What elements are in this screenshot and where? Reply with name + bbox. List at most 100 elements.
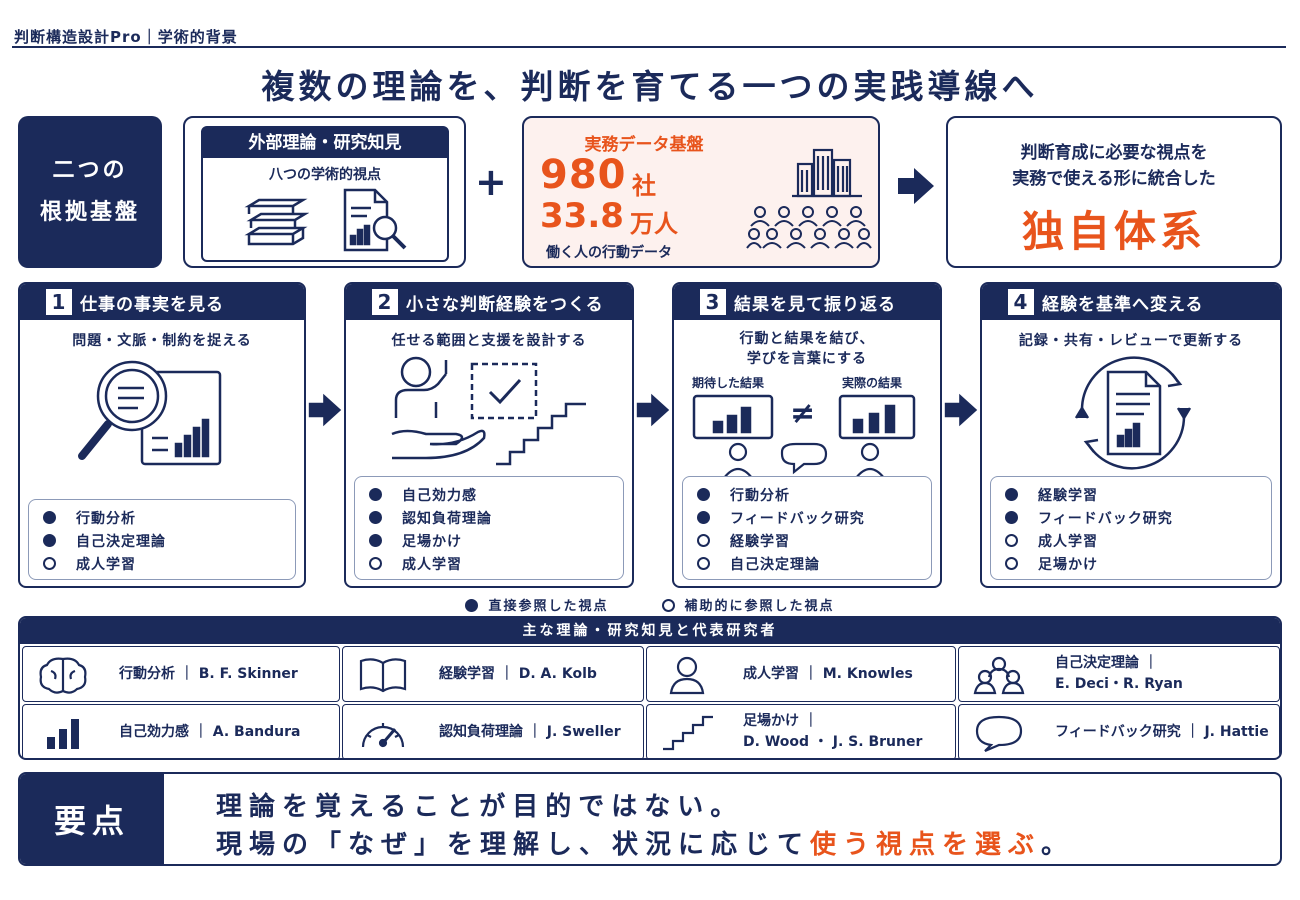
theories-table: 主な理論・研究知見と代表研究者 行動分析 ｜ B. F. Skinner 経験学… [18,616,1282,760]
arrow-right-icon [636,393,670,427]
arrow-right-icon [308,393,342,427]
theory-text: 行動分析 ｜ B. F. Skinner [119,665,298,682]
step-header: 1 仕事の事実を見る [20,284,304,320]
step-subtitle-line2: 学びを言葉にする [746,351,868,367]
expected-chart-icon [692,394,774,440]
theory-cell: 行動分析 ｜ B. F. Skinner [22,646,340,702]
theory-list: 行動分析 フィードバック研究 経験学習 自己決定理論 [682,476,932,580]
list-item: 成人学習 [1005,529,1271,552]
theory-text: 足場かけ ｜D. Wood ・ J. S. Bruner [743,713,923,750]
step-header: 4 経験を基準へ変える [982,284,1280,320]
group-icon [973,656,1025,695]
hollow-circle-icon [1005,557,1018,570]
list-item: 認知負荷理論 [369,506,623,529]
list-item: フィードバック研究 [1005,506,1271,529]
speech-bubble-icon [975,715,1023,753]
theories-title: 主な理論・研究知見と代表研究者 [20,618,1280,644]
step-title: 仕事の事実を見る [80,294,224,315]
theory-cell: 認知負荷理論 ｜ J. Sweller [342,704,644,758]
filled-circle-icon [43,511,56,524]
list-item: フィードバック研究 [697,506,931,529]
legend-direct: 直接参照した視点 [488,599,609,614]
theory-list: 自己効力感 認知負荷理論 足場かけ 成人学習 [354,476,624,580]
expected-result-label: 期待した結果 [692,376,765,390]
step-number: 4 [1008,289,1034,315]
key-point-label: 要点 [20,774,164,864]
person-icon [669,656,705,695]
list-item: 自己決定理論 [697,552,931,575]
people-unit: 万人 [630,210,678,238]
filled-circle-icon [1005,488,1018,501]
hollow-circle-icon [369,557,382,570]
crowd-icon [746,206,872,249]
theory-list: 行動分析 自己決定理論 成人学習 [28,499,296,580]
actual-chart-icon [838,394,916,440]
practical-data-title: 実務データ基盤 [584,135,704,155]
list-item: 経験学習 [697,529,931,552]
actual-result-label: 実際の結果 [842,376,903,390]
theory-text: フィードバック研究 ｜ J. Hattie [1055,723,1269,740]
magnifier-report-icon [78,360,222,466]
foundation-label-line2: 根拠基盤 [39,200,140,225]
people-value: 33.8 [540,196,624,236]
step-title: 経験を基準へ変える [1042,294,1204,315]
key-point-line2-prefix: 現場の「なぜ」を理解し、状況に応じて [216,830,811,860]
filled-circle-icon [697,511,710,524]
not-equal-sign: ≠ [790,396,816,431]
theory-list: 経験学習 フィードバック研究 成人学習 足場かけ [990,476,1272,580]
key-point-line2-emphasis: 使う視点を選ぶ [810,830,1042,860]
list-item: 経験学習 [1005,483,1271,506]
theory-cell: 経験学習 ｜ D. A. Kolb [342,646,644,702]
filled-circle-icon [369,534,382,547]
list-item: 自己効力感 [369,483,623,506]
filled-circle-icon [43,534,56,547]
key-point-line1: 理論を覚えることが目的ではない。 [216,792,744,822]
list-item: 足場かけ [369,529,623,552]
step-number: 1 [46,289,72,315]
companies-value: 980 [540,152,627,198]
theory-text: 自己効力感 ｜ A. Bandura [119,723,301,740]
open-book-icon [359,658,407,693]
integrated-system-panel: 判断育成に必要な視点を 実務で使える形に統合した 独自体系 [946,116,1282,268]
header-divider [12,46,1286,48]
filled-circle-icon [465,599,479,612]
brain-icon [39,657,87,694]
key-point-box: 要点 理論を覚えることが目的ではない。 現場の「なぜ」を理解し、状況に応じて使う… [18,772,1282,866]
step-number: 2 [372,289,398,315]
filled-circle-icon [369,488,382,501]
external-theory-subtitle: 八つの学術的視点 [269,167,381,183]
step-subtitle-line1: 行動と結果を結び、 [739,331,875,347]
companies-unit: 社 [632,172,656,200]
filled-circle-icon [369,511,382,524]
theory-cell: フィードバック研究 ｜ J. Hattie [958,704,1280,758]
list-item: 自己決定理論 [43,529,295,552]
integrated-system-emphasis: 独自体系 [1021,207,1206,256]
stairs-icon [663,715,713,751]
theory-cell: 足場かけ ｜D. Wood ・ J. S. Bruner [646,704,956,758]
legend-auxiliary: 補助的に参照した視点 [684,599,835,614]
hollow-circle-icon [1005,534,1018,547]
integrated-system-line2: 実務で使える形に統合した [1012,169,1216,189]
integrated-system-line1: 判断育成に必要な視点を [1020,143,1208,163]
app-title: 判断構造設計Pro｜学術的背景 [14,28,238,46]
step-number: 3 [700,289,726,315]
key-point-line2-suffix: 。 [1041,830,1075,860]
document-search-icon [343,188,407,252]
theory-text: 経験学習 ｜ D. A. Kolb [439,665,597,682]
buildings-icon [792,148,862,198]
filled-circle-icon [697,488,710,501]
theory-cell: 自己決定理論 ｜E. Deci・R. Ryan [958,646,1280,702]
plus-sign: + [475,160,507,204]
key-point-line2: 現場の「なぜ」を理解し、状況に応じて使う視点を選ぶ。 [216,824,1074,861]
list-item: 行動分析 [697,483,931,506]
reflection-people-icon [723,442,885,479]
gauge-icon [361,723,405,748]
practical-data-caption: 働く人の行動データ [546,245,672,261]
arrow-right-icon [898,168,934,204]
hollow-circle-icon [43,557,56,570]
list-item: 行動分析 [43,506,295,529]
